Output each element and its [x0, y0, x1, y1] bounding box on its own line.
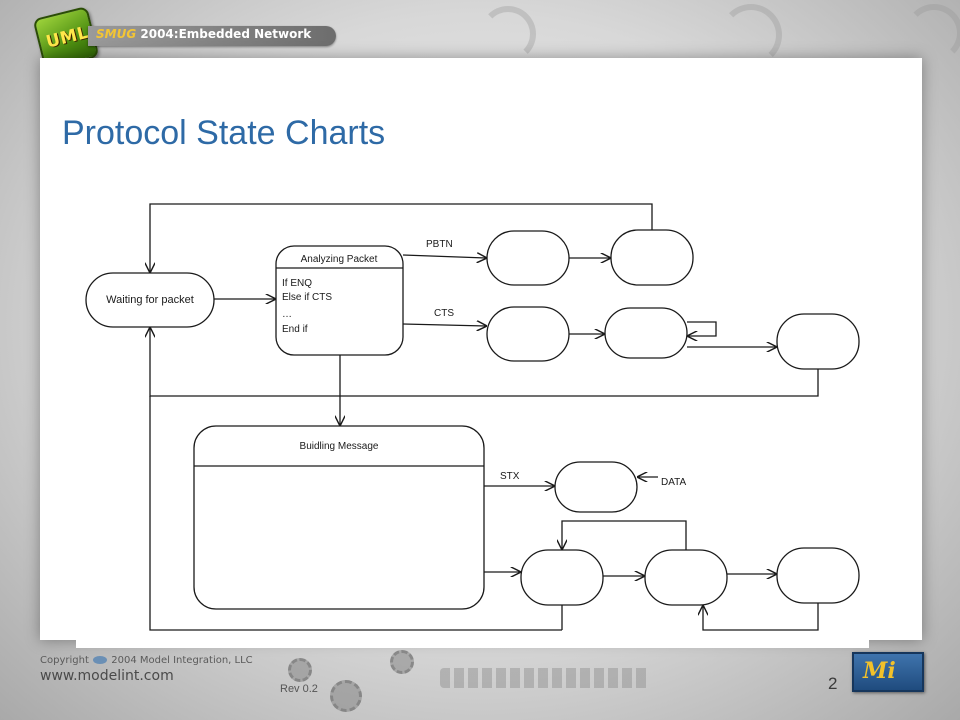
label-analyzing-packet: Analyzing Packet: [301, 254, 378, 265]
label-cts: CTS: [434, 308, 454, 319]
signal-wave-icon: [905, 4, 960, 62]
gear-icon: [390, 650, 414, 674]
analyzing-line-4: End if: [282, 324, 308, 335]
transition-cts: [402, 324, 486, 326]
mi-logo-mark: Mi: [863, 658, 896, 684]
signal-wave-icon: [480, 6, 536, 62]
conference-banner: [88, 26, 336, 46]
copyright-suffix: 2004 Model Integration, LLC: [111, 655, 253, 666]
analyzing-line-3: …: [282, 309, 292, 320]
transition-cts-self-loop: [687, 321, 717, 336]
copyright-icon: [93, 656, 108, 664]
copyright-prefix: Copyright: [40, 655, 89, 666]
double-arrow-icon: [440, 668, 650, 688]
transition-pbtn: [402, 255, 486, 258]
conference-rest: 2004:Embedded Network: [140, 27, 312, 41]
state-pbtn-1: [486, 230, 570, 286]
state-cts-2: [604, 307, 688, 359]
state-chart-diagram: Waiting for packet Analyzing Packet If E…: [76, 186, 869, 648]
signal-wave-icon: [720, 4, 782, 66]
label-waiting-for-packet: Waiting for packet: [106, 294, 194, 306]
state-pbtn-2: [610, 229, 694, 286]
footer-copyright: Copyright 2004 Model Integration, LLC: [40, 655, 253, 666]
conference-title: SMUG 2004:Embedded Network: [96, 27, 311, 41]
transition-lower-loop-bottom: [703, 603, 819, 631]
state-chart-canvas: Waiting for packet Analyzing Packet If E…: [85, 203, 860, 631]
analyzing-line-2: Else if CTS: [282, 292, 332, 303]
transition-cts-return: [150, 328, 819, 397]
state-lower-2: [644, 549, 728, 606]
label-data: DATA: [661, 477, 687, 488]
transition-lower-loop-top: [562, 520, 687, 550]
state-building-message: [193, 425, 485, 610]
gear-icon: [330, 680, 362, 712]
label-pbtn: PBTN: [426, 239, 453, 250]
transition-loop-top: [150, 203, 653, 272]
footer-url: www.modelint.com: [40, 668, 174, 684]
state-lower-3: [776, 547, 860, 604]
state-lower-1: [520, 549, 604, 606]
model-integration-logo: Mi: [852, 652, 924, 692]
label-stx: STX: [500, 471, 520, 482]
transition-bottom-return: [149, 396, 562, 631]
conference-highlight: SMUG: [96, 27, 137, 41]
uml-logo-text: UML: [44, 22, 91, 53]
state-cts-3: [776, 313, 860, 370]
gear-icon: [288, 658, 312, 682]
page-number: 2: [828, 674, 838, 693]
slide-title: Protocol State Charts: [62, 114, 386, 152]
revision-label: Rev 0.2: [280, 683, 318, 695]
analyzing-line-1: If ENQ: [282, 278, 312, 289]
label-building-message: Buidling Message: [300, 441, 379, 452]
state-stx: [554, 461, 638, 513]
state-cts-1: [486, 306, 570, 362]
slide-header: UML SMUG 2004:Embedded Network: [0, 0, 960, 71]
